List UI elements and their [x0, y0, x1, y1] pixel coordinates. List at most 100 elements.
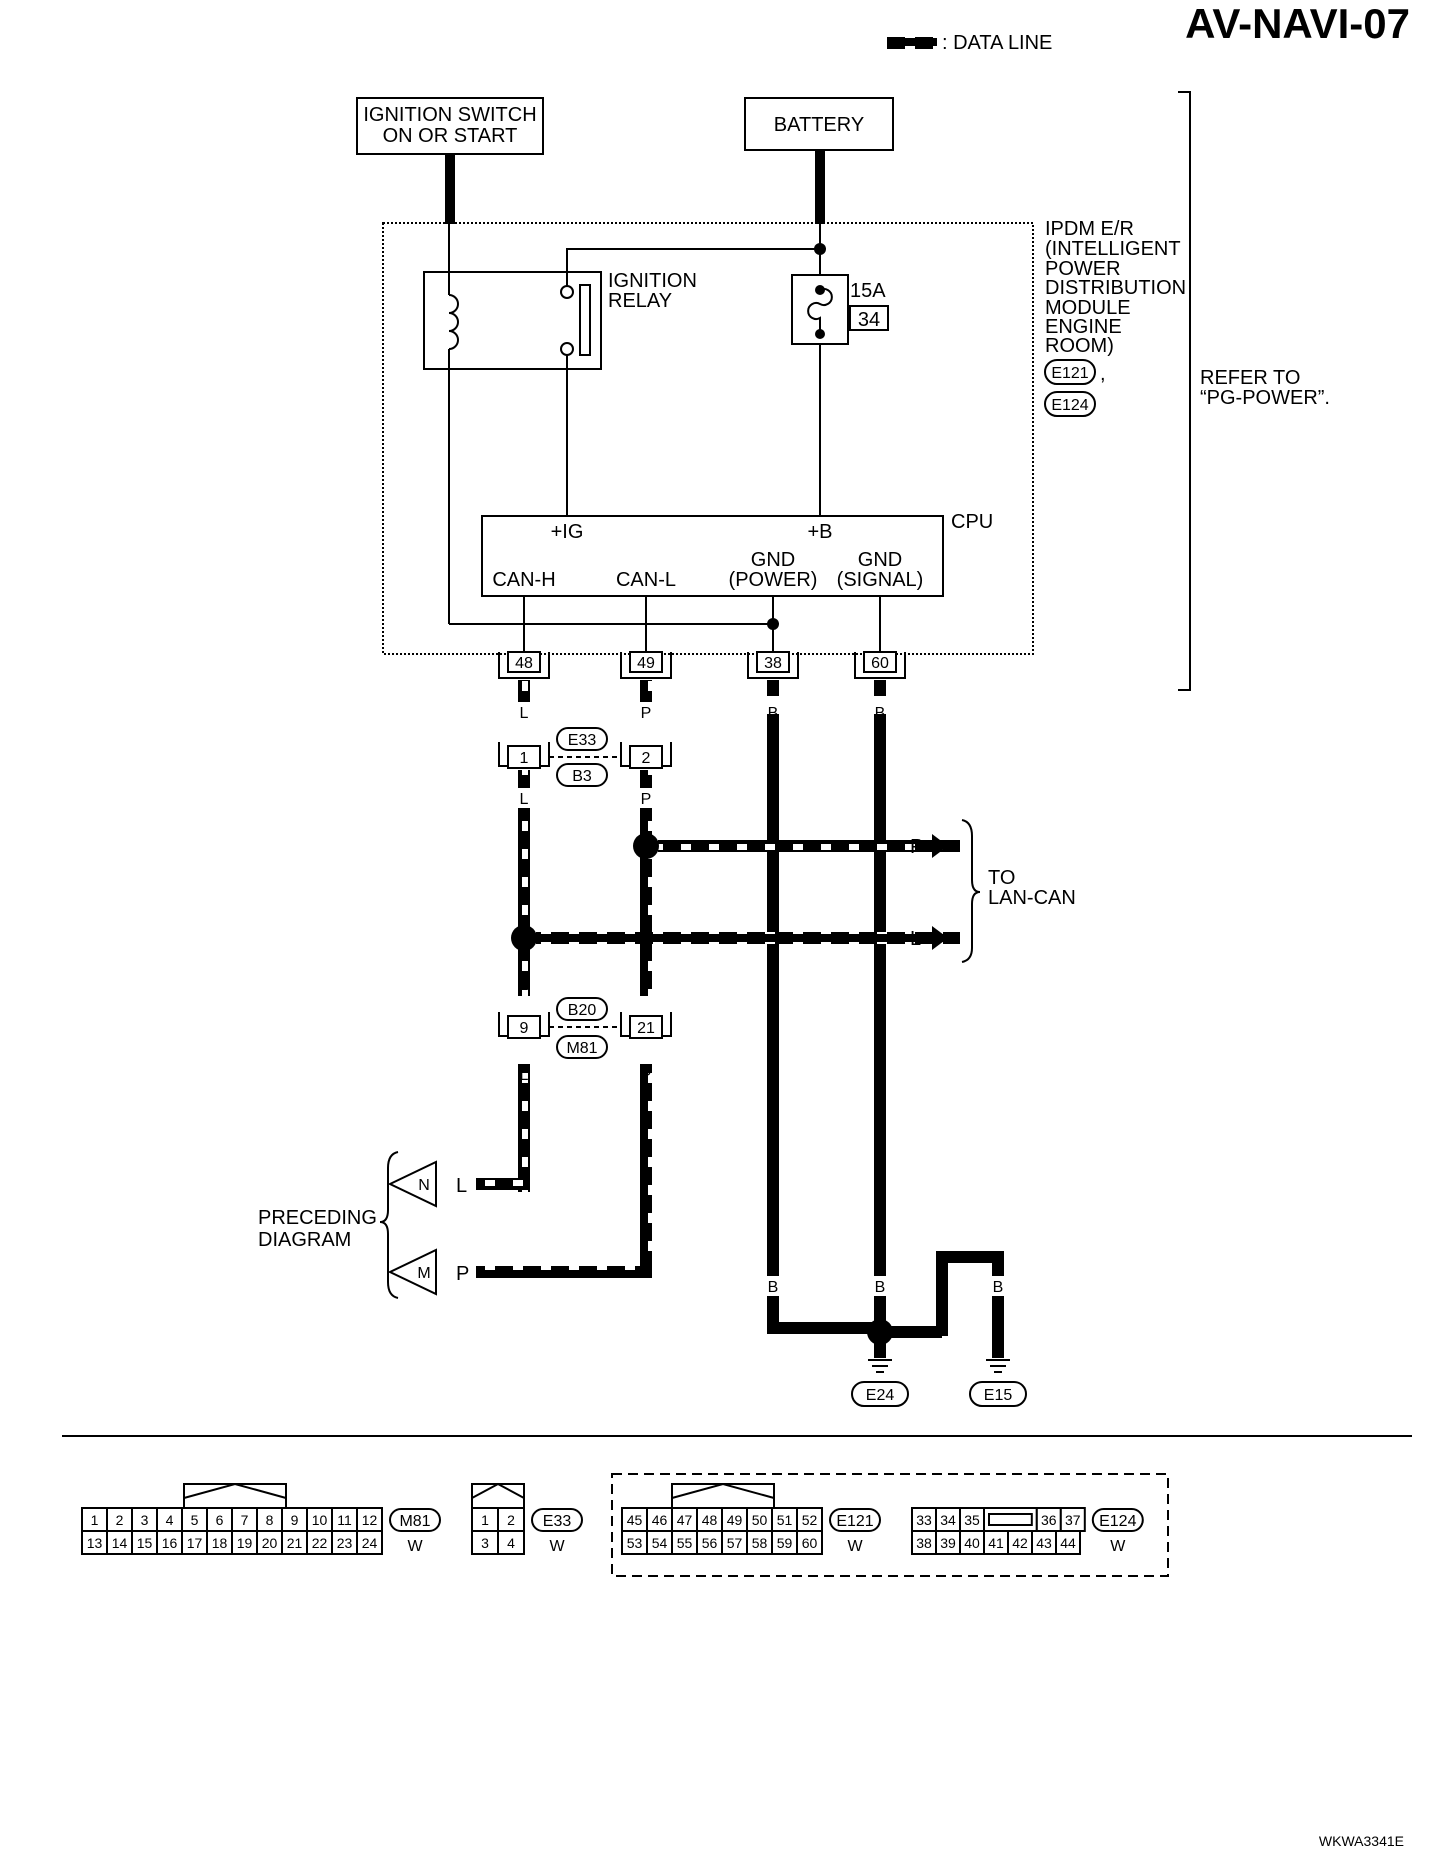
connector-pin-number: 14	[112, 1535, 128, 1551]
svg-text:49: 49	[637, 655, 655, 672]
connector-pin-cell	[497, 1530, 525, 1555]
ignition-relay-line1: IGNITION	[608, 270, 697, 292]
cpu-label: CPU	[951, 511, 993, 533]
ignition-switch-line2: ON OR START	[383, 125, 518, 147]
svg-text:B: B	[768, 705, 779, 722]
svg-text:L: L	[520, 977, 529, 994]
connector-pin-number: 57	[727, 1535, 743, 1551]
svg-text:+B: +B	[807, 521, 832, 543]
connector-pin-number: 3	[481, 1535, 489, 1551]
connector-pin-number: 53	[627, 1535, 643, 1551]
connector-pin-number: 39	[940, 1535, 956, 1551]
connector-pin-number: 3	[141, 1512, 149, 1528]
connector-pin-number: 42	[1012, 1535, 1028, 1551]
svg-text:L: L	[520, 791, 529, 808]
svg-text:P: P	[910, 836, 923, 858]
svg-text:L: L	[520, 1067, 529, 1084]
connector-id: E121	[836, 1513, 873, 1530]
connector-color: W	[407, 1538, 423, 1555]
svg-text:POWER: POWER	[1045, 258, 1121, 280]
ipdm-pin-terminal: 38	[747, 651, 799, 679]
connector-pin-number: 34	[940, 1512, 956, 1528]
svg-text:E121: E121	[1051, 365, 1088, 382]
connector-latch	[471, 1483, 525, 1508]
connector-id-badge	[829, 1508, 881, 1532]
svg-text:MODULE: MODULE	[1045, 297, 1131, 319]
svg-text:2: 2	[642, 750, 651, 767]
ignition-relay	[423, 271, 602, 370]
connector-pin-number: 18	[212, 1535, 228, 1551]
svg-text:IPDM E/R: IPDM E/R	[1045, 218, 1134, 240]
ipdm-connector-e121: E121 ,	[1044, 359, 1106, 385]
connector-id-badge	[531, 1508, 583, 1532]
preceding-connection-n: L N	[387, 1160, 530, 1208]
connector-pin-number: 23	[337, 1535, 353, 1551]
svg-text:(SIGNAL): (SIGNAL)	[837, 569, 924, 591]
connector-pin-cell	[1055, 1530, 1081, 1555]
svg-text:48: 48	[515, 655, 533, 672]
data-line-legend: : DATA LINE	[887, 32, 1052, 54]
preceding-line1: PRECEDING	[258, 1207, 377, 1229]
svg-text:(INTELLIGENT: (INTELLIGENT	[1045, 238, 1181, 260]
svg-text:P: P	[641, 791, 652, 808]
svg-text:P: P	[456, 1263, 469, 1285]
preceding-line2: DIAGRAM	[258, 1229, 351, 1251]
svg-text:B: B	[875, 705, 886, 722]
svg-text:B: B	[768, 1279, 779, 1296]
connector-pin-number: 49	[727, 1512, 743, 1528]
connector-pin-number: 58	[752, 1535, 768, 1551]
connector-pin-number: 17	[187, 1535, 203, 1551]
ipdm-module-box	[382, 222, 1034, 655]
preceding-bracket	[379, 1151, 399, 1299]
connector-pin-number: 9	[291, 1512, 299, 1528]
ground-symbol-e24: E24	[851, 1359, 909, 1407]
connector-pin-number: 11	[337, 1512, 352, 1528]
svg-text:M81: M81	[566, 1040, 597, 1057]
connector-pin-number: 36	[1041, 1512, 1057, 1528]
ignition-relay-line2: RELAY	[608, 290, 672, 312]
svg-text:L: L	[520, 705, 529, 722]
connector-pin-number: 52	[802, 1512, 818, 1528]
connector-pin-number: 60	[802, 1535, 818, 1551]
connector-color: W	[549, 1538, 565, 1555]
wire-color-label: L P B B L P L P L P B B B B	[520, 705, 1004, 1296]
ground-symbol-e15: E15	[969, 1359, 1027, 1407]
connector-pin-number: 2	[507, 1512, 515, 1528]
connector-pin-number: 16	[162, 1535, 178, 1551]
connector-pin-number: 19	[237, 1535, 253, 1551]
connector-pin-number: 1	[91, 1512, 99, 1528]
svg-text:DISTRIBUTION: DISTRIBUTION	[1045, 277, 1186, 299]
refer-bracket	[1178, 91, 1191, 691]
connector-pin-number: 51	[777, 1512, 793, 1528]
svg-text:L: L	[910, 928, 921, 950]
svg-text:CAN-H: CAN-H	[492, 569, 555, 591]
connector-blank-cavity	[988, 1513, 1033, 1526]
connector-pin-number: 7	[241, 1512, 249, 1528]
svg-text:GND: GND	[858, 549, 902, 571]
connector-pin-number: 21	[287, 1535, 303, 1551]
ipdm-pin-terminal: 49	[620, 651, 672, 679]
connector-id: E124	[1099, 1513, 1136, 1530]
svg-text:38: 38	[764, 655, 782, 672]
svg-text:N: N	[418, 1177, 430, 1194]
svg-text:E24: E24	[866, 1387, 895, 1404]
connector-id-badge	[389, 1508, 441, 1532]
connector-pin-number: 2	[116, 1512, 124, 1528]
page-code: AV-NAVI-07	[1185, 0, 1410, 47]
svg-text:B3: B3	[572, 768, 592, 785]
connector-pin-number: 12	[362, 1512, 378, 1528]
connector-pin-number: 41	[988, 1535, 1004, 1551]
connector-pin-number: 45	[627, 1512, 643, 1528]
connector-color: W	[847, 1538, 863, 1555]
connector-pin-number: 44	[1060, 1535, 1076, 1551]
svg-text:B: B	[993, 1279, 1004, 1296]
connector-pin-number: 59	[777, 1535, 793, 1551]
preceding-connection-m: P M	[387, 1248, 652, 1296]
svg-text:9: 9	[520, 1020, 529, 1037]
connector-id: E33	[543, 1513, 572, 1530]
ignition-switch-line1: IGNITION SWITCH	[363, 104, 536, 126]
refer-line1: REFER TO	[1200, 367, 1300, 389]
